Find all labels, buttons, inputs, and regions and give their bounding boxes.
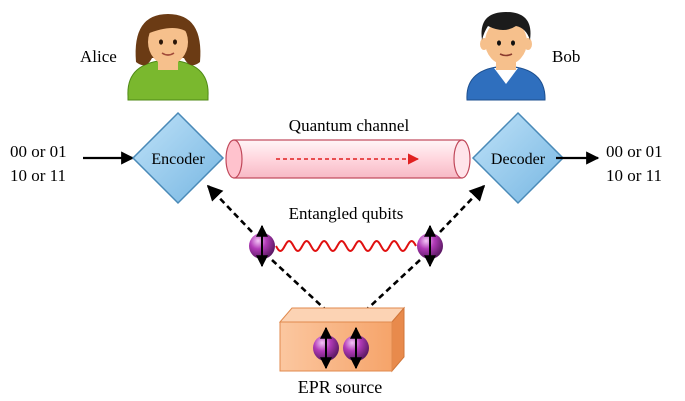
input-bits-line1: 00 or 01: [10, 142, 67, 161]
entanglement-wave: [275, 239, 417, 253]
left-qubit-icon: [249, 224, 275, 268]
bob-label: Bob: [552, 47, 580, 66]
alice-avatar: [127, 14, 209, 101]
bob-avatar: [466, 12, 546, 101]
epr-source-label: EPR source: [298, 377, 383, 397]
right-qubit-icon: [417, 224, 443, 268]
quantum-channel-tube: [225, 139, 471, 179]
encoder-box: [131, 111, 225, 205]
source-to-left-qubit-path: [271, 259, 329, 313]
output-bits-line2: 10 or 11: [606, 166, 662, 185]
epr-source-box-icon: [278, 306, 406, 373]
output-bits-line1: 00 or 01: [606, 142, 663, 161]
qubit-to-encoder-path: [206, 184, 253, 233]
decoder-label: Decoder: [491, 151, 546, 168]
quantum-channel-label: Quantum channel: [289, 116, 410, 135]
qubit-to-decoder-path: [439, 184, 486, 233]
entangled-qubits-label: Entangled qubits: [289, 204, 404, 223]
source-to-right-qubit-path: [363, 259, 421, 313]
input-bits-line2: 10 or 11: [10, 166, 66, 185]
decoder-box: [471, 111, 565, 205]
encoder-label: Encoder: [151, 151, 205, 168]
alice-label: Alice: [80, 47, 117, 66]
